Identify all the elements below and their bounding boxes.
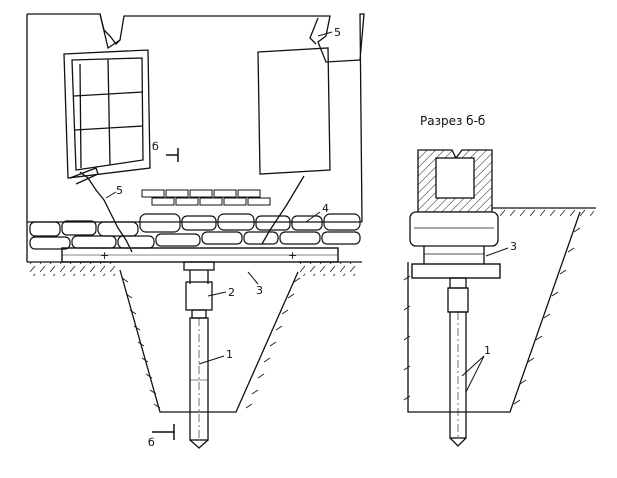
jack-body-section: [447, 287, 469, 313]
section-title: Разрез б-б: [420, 114, 485, 128]
rubble-foundation: [27, 213, 362, 250]
soil-right: [300, 262, 360, 276]
section-soil: [498, 208, 594, 216]
callout-2: 2: [228, 286, 235, 299]
foundation-section: [409, 211, 499, 247]
callout-leaders-left: [105, 31, 333, 365]
pit-hatch-left: [121, 277, 161, 409]
beam-mark-left: +: [100, 249, 109, 262]
wall-outline: [27, 13, 365, 223]
callout-3-right: 3: [510, 240, 517, 253]
jack-section: [449, 277, 467, 289]
wall-cavity: [435, 157, 475, 199]
callout-5-top: 5: [334, 26, 341, 39]
pit-hatch-right: [245, 277, 301, 409]
beam-mark-right: +: [288, 249, 297, 262]
crack-top-right: [309, 17, 319, 45]
callout-1-left: 1: [226, 348, 233, 361]
callout-leaders-right: [461, 247, 509, 393]
hydraulic-jack: [183, 261, 215, 319]
pile-section: [449, 311, 467, 447]
callout-4: 4: [322, 202, 329, 215]
excavation-pit: [119, 269, 299, 413]
cut-marker-top: [166, 148, 179, 162]
callout-1-right: 1: [484, 344, 491, 357]
cut-label-top: б: [152, 140, 159, 153]
soil-left: [30, 262, 118, 276]
callout-3-left: 3: [256, 284, 263, 297]
window: [63, 49, 151, 185]
crack-left: [79, 171, 133, 253]
crack-top: [99, 13, 121, 45]
crack-right: [261, 175, 305, 245]
callout-5-left: 5: [116, 184, 123, 197]
beam-section: [411, 246, 501, 279]
cut-marker-bottom: [152, 424, 175, 440]
section-view: [403, 149, 596, 447]
section-pit-hatch: [403, 227, 581, 405]
front-elevation: [26, 13, 365, 449]
door-panel: [257, 47, 331, 175]
cut-label-bottom: б: [148, 436, 155, 449]
pile: [189, 317, 209, 449]
brick-courses: [141, 189, 271, 206]
